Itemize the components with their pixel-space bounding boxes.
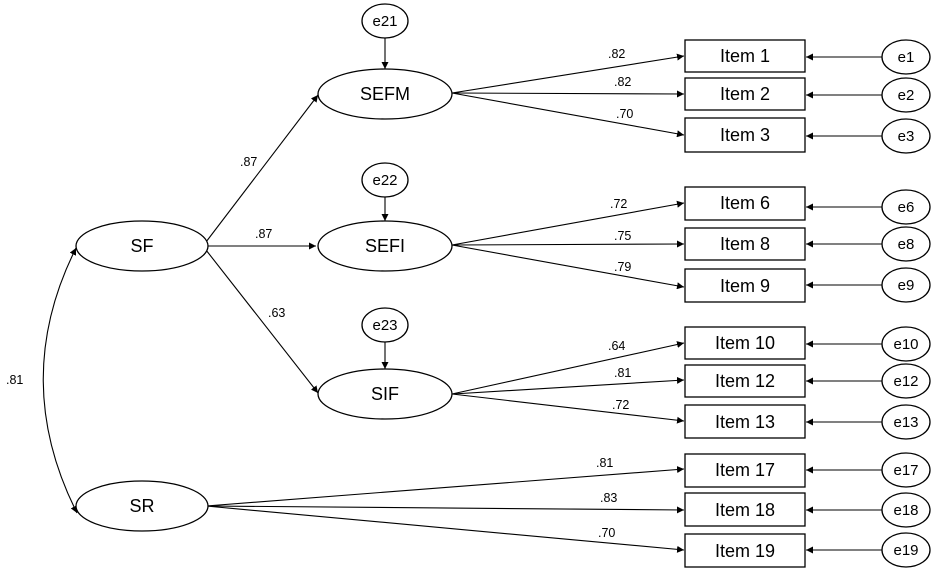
path-sf-sif (205, 249, 319, 394)
error-e12: e12 (881, 363, 931, 399)
error-e17-label: e17 (893, 462, 918, 479)
weight-sefi-item9: .79 (614, 260, 631, 274)
error-e2-label: e2 (898, 87, 915, 104)
weight-sif-item10: .64 (608, 339, 625, 353)
path-sefi-item6 (451, 200, 685, 246)
disturbance-e23-label: e23 (372, 317, 397, 334)
path-sefi-item9 (451, 244, 685, 290)
error-e18: e18 (881, 492, 931, 528)
item-3: Item 3 (684, 117, 806, 153)
weight-sf-sr: .81 (6, 373, 23, 387)
error-e13: e13 (881, 404, 931, 440)
error-e8: e8 (881, 226, 931, 262)
path-sefm-item1 (451, 53, 685, 94)
item-9-label: Item 9 (720, 276, 770, 296)
path-sr-item17 (205, 466, 685, 507)
weight-sr-item18: .83 (600, 491, 617, 505)
latent-sr: SR (75, 480, 209, 532)
error-e19-label: e19 (893, 542, 918, 559)
latent-sefi-label: SEFI (365, 236, 405, 256)
path-sif-item10 (451, 341, 685, 395)
disturbance-e21-label: e21 (372, 13, 397, 30)
item-12: Item 12 (684, 364, 806, 398)
covariance-sf-sr (42, 247, 78, 514)
item-19: Item 19 (684, 533, 806, 568)
latent-sefm-label: SEFM (360, 84, 410, 104)
item-8-label: Item 8 (720, 234, 770, 254)
error-e1: e1 (881, 39, 931, 75)
item-8: Item 8 (684, 227, 806, 261)
item-17: Item 17 (684, 453, 806, 488)
disturbance-e22-label: e22 (372, 172, 397, 189)
item-3-label: Item 3 (720, 125, 770, 145)
item-6-label: Item 6 (720, 193, 770, 213)
disturbance-e23: e23 (361, 307, 409, 343)
item-2: Item 2 (684, 77, 806, 111)
path-sif-item13 (451, 393, 685, 424)
item-12-label: Item 12 (715, 371, 775, 391)
path-sf-sefm (205, 94, 319, 243)
error-e10: e10 (881, 326, 931, 362)
weight-sif-item13: .72 (612, 398, 629, 412)
latent-sf-label: SF (130, 236, 153, 256)
item-17-label: Item 17 (715, 460, 775, 480)
weight-sefm-item3: .70 (616, 107, 633, 121)
error-e8-label: e8 (898, 236, 915, 253)
item-19-label: Item 19 (715, 541, 775, 561)
path-sefm-item3 (451, 92, 685, 138)
path-sr-item18 (207, 505, 685, 514)
latent-sif: SIF (317, 368, 453, 420)
error-e10-label: e10 (893, 336, 918, 353)
item-10: Item 10 (684, 326, 806, 360)
error-e9: e9 (881, 267, 931, 303)
error-e18-label: e18 (893, 502, 918, 519)
item-6: Item 6 (684, 186, 806, 221)
weight-sefi-item8: .75 (614, 229, 631, 243)
item-2-label: Item 2 (720, 84, 770, 104)
error-e17: e17 (881, 452, 931, 488)
path-sefi-item8 (452, 240, 685, 248)
item-10-label: Item 10 (715, 333, 775, 353)
error-e12-label: e12 (893, 373, 918, 390)
weight-sefm-item1: .82 (608, 47, 625, 61)
item-9: Item 9 (684, 268, 806, 303)
path-sefm-item2 (452, 90, 685, 98)
latent-sefm: SEFM (317, 68, 453, 120)
weight-sf-sefi: .87 (255, 227, 272, 241)
weight-sefi-item6: .72 (610, 197, 627, 211)
item-18-label: Item 18 (715, 500, 775, 520)
item-18: Item 18 (684, 492, 806, 527)
error-e6-label: e6 (898, 199, 915, 216)
disturbance-e21: e21 (361, 3, 409, 39)
path-sif-item12 (452, 376, 685, 395)
latent-sf: SF (75, 220, 209, 272)
item-13-label: Item 13 (715, 412, 775, 432)
weight-sr-item17: .81 (596, 456, 613, 470)
error-e3: e3 (881, 118, 931, 154)
latent-sr-label: SR (129, 496, 154, 516)
latent-sefi: SEFI (317, 220, 453, 272)
disturbance-e22: e22 (361, 162, 409, 198)
error-e6: e6 (881, 189, 931, 225)
error-e9-label: e9 (898, 277, 915, 294)
error-e2: e2 (881, 77, 931, 113)
weight-sif-item12: .81 (614, 366, 631, 380)
item-1: Item 1 (684, 39, 806, 73)
weight-sf-sefm: .87 (240, 155, 257, 169)
path-sr-item19 (205, 505, 685, 553)
error-e13-label: e13 (893, 414, 918, 431)
weight-sr-item19: .70 (598, 526, 615, 540)
item-1-label: Item 1 (720, 46, 770, 66)
weight-sf-sif: .63 (268, 306, 285, 320)
latent-sif-label: SIF (371, 384, 399, 404)
error-e19: e19 (881, 532, 931, 568)
error-e3-label: e3 (898, 128, 915, 145)
error-e1-label: e1 (898, 49, 915, 66)
weight-sefm-item2: .82 (614, 75, 631, 89)
item-13: Item 13 (684, 404, 806, 439)
